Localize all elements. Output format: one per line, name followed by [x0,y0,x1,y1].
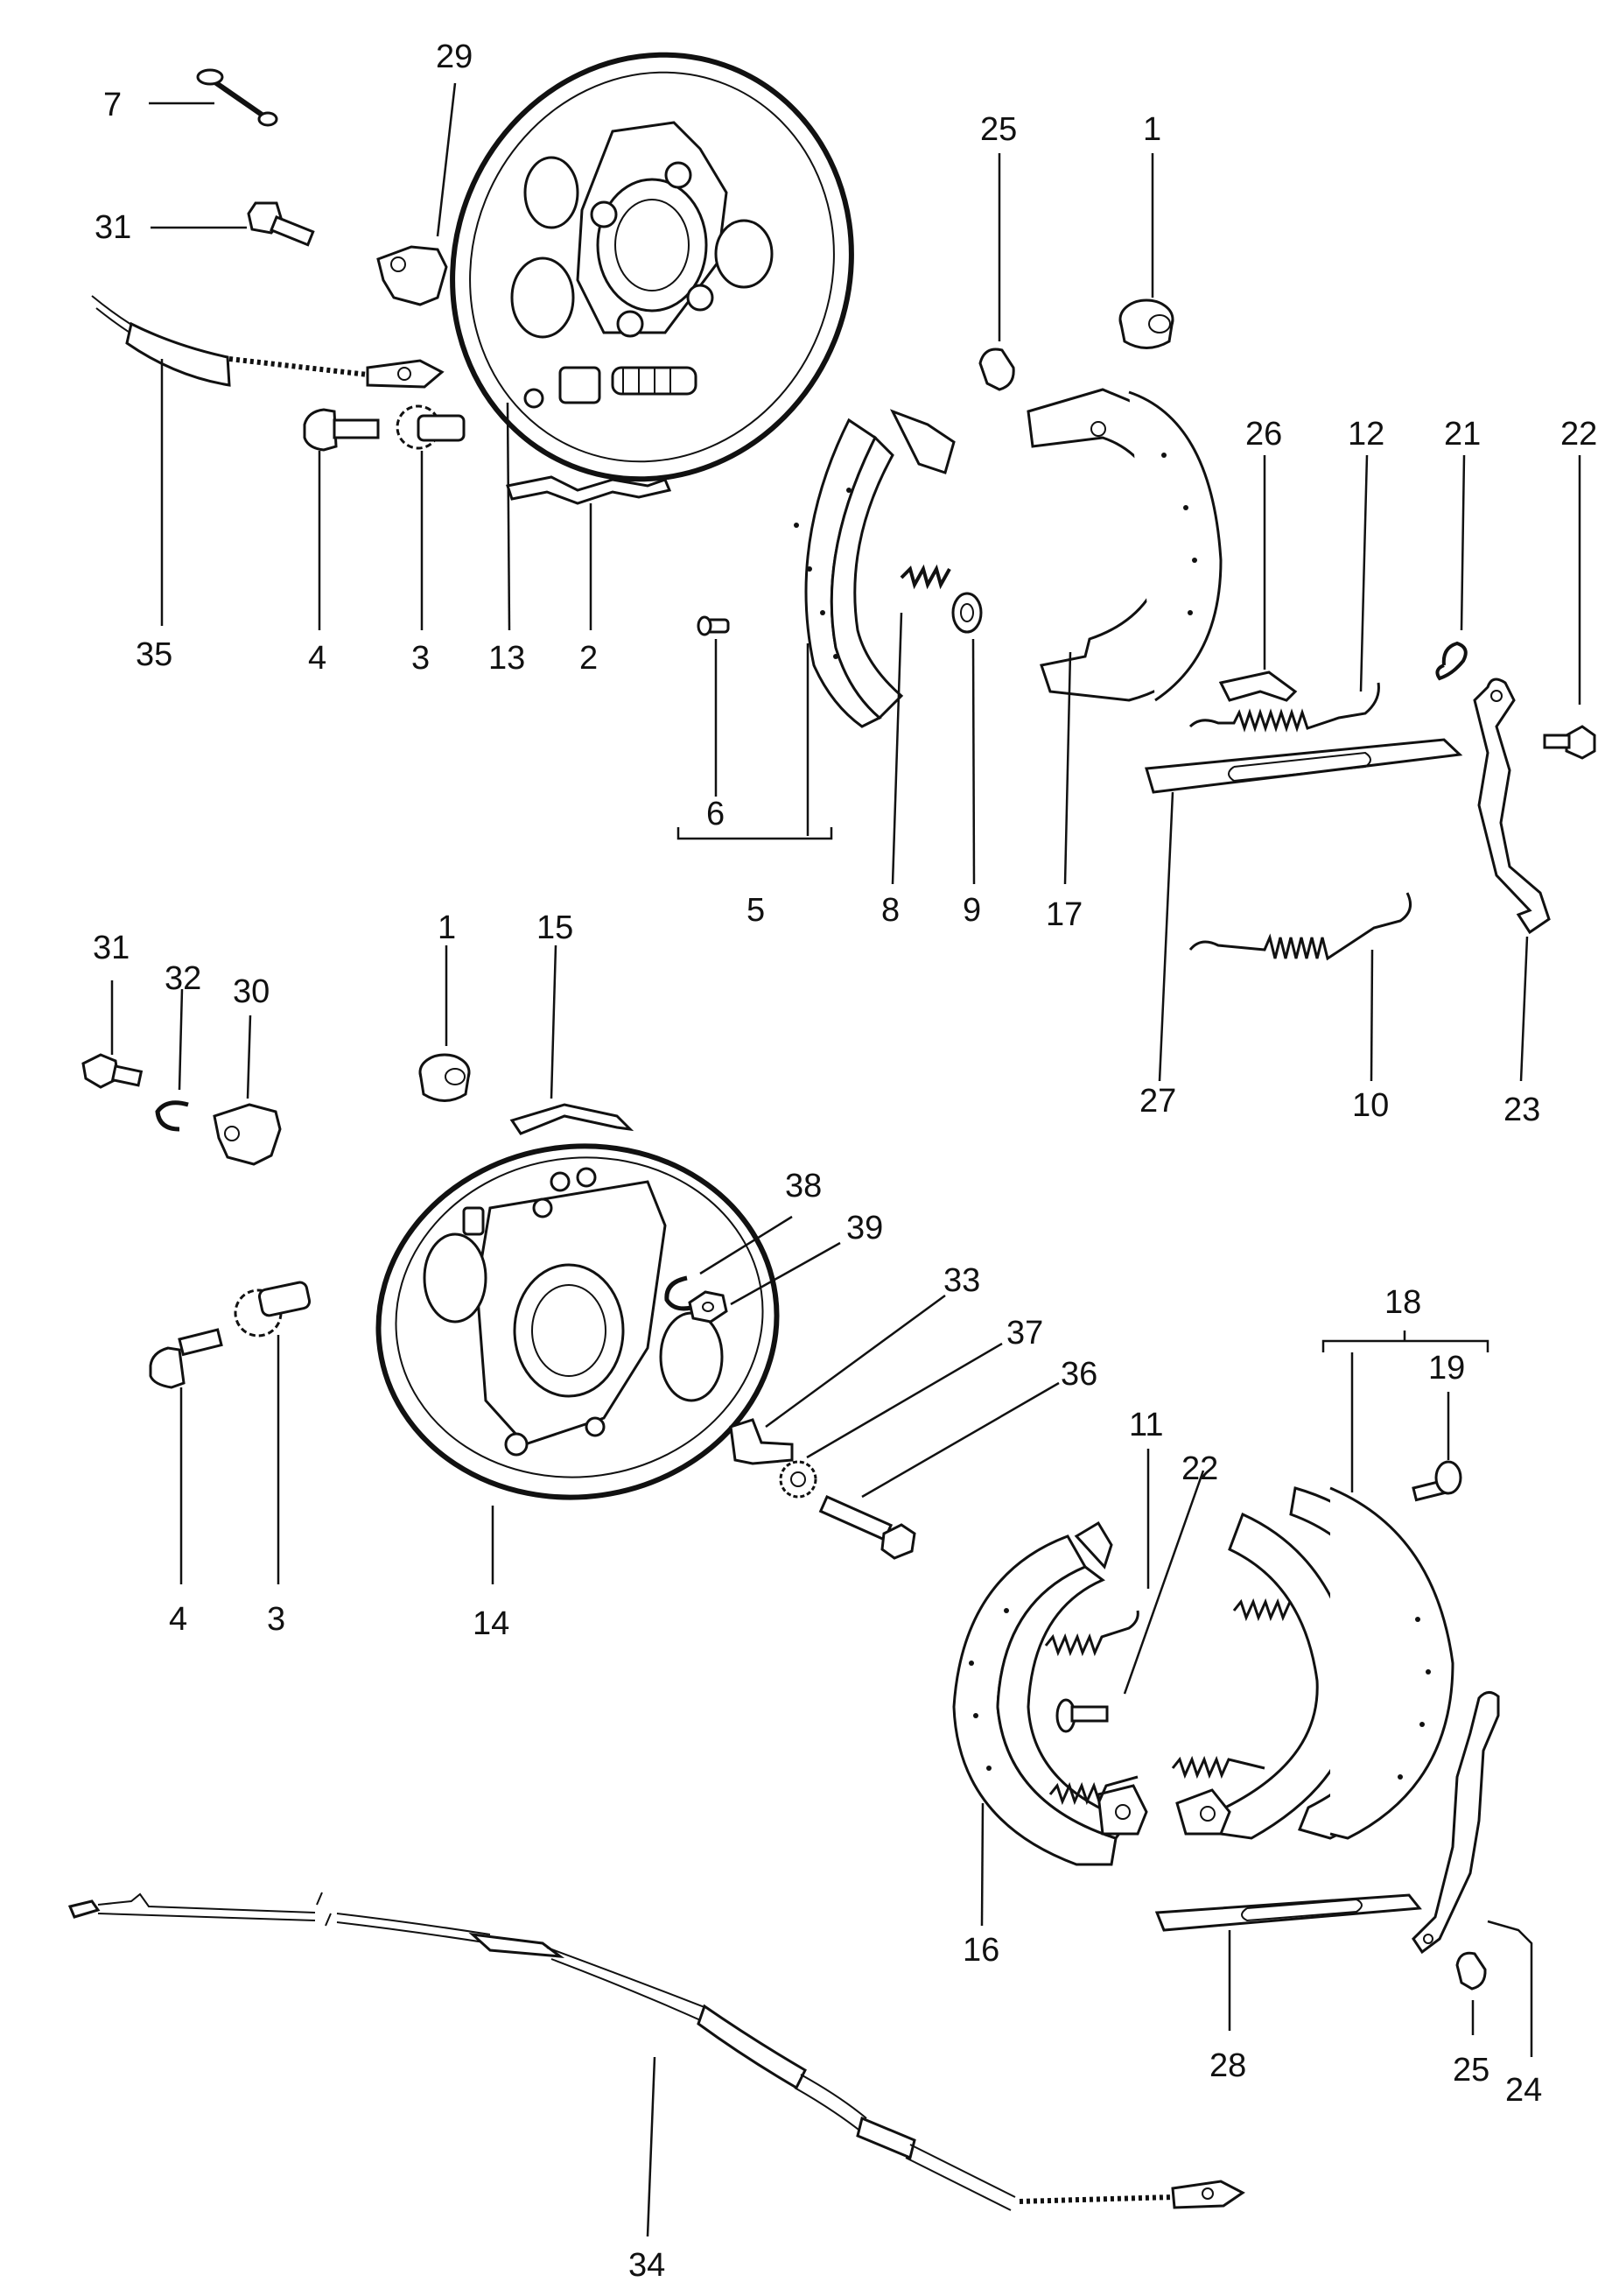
part-39-nut [688,1241,841,1324]
callout-22-bottom: 22 [1181,1450,1218,1487]
callout-29: 29 [436,39,473,75]
part-30-bracket [213,1015,282,1166]
callout-3-top: 3 [411,640,430,677]
callout-30: 30 [233,973,270,1010]
part-33-bracket [729,1294,946,1465]
callout-labels: 7 31 29 35 4 3 13 2 25 1 6 5 8 9 17 26 1… [93,39,1597,2284]
callout-32: 32 [165,960,201,997]
part-26-clip [1218,455,1298,702]
callout-33: 33 [943,1262,980,1299]
part-14-backing-plate-bottom [375,1143,780,1584]
callout-25-top: 25 [980,111,1017,148]
callout-31-bottom: 31 [93,930,130,966]
part-27-strut [1145,738,1463,1082]
part-23-lever [1473,678,1551,1082]
callout-36: 36 [1061,1356,1097,1393]
part-15-clip [509,944,634,1135]
callout-4-bottom: 4 [169,1601,187,1638]
callout-3-bottom: 3 [267,1601,285,1638]
callout-4-top: 4 [308,640,326,677]
callout-22-top: 22 [1560,416,1597,453]
callout-24: 24 [1505,2072,1542,2109]
callout-27: 27 [1139,1083,1176,1120]
part-29-bracket [376,82,457,306]
part-2-clip [506,475,672,630]
callout-8: 8 [881,892,900,929]
callout-5: 5 [746,892,765,929]
callout-38: 38 [785,1168,822,1204]
part-38-circlip [664,1215,793,1311]
callout-16: 16 [963,1932,999,1969]
callout-15: 15 [536,909,573,946]
callout-39: 39 [846,1210,883,1246]
part-22-bolt-top [1543,455,1596,760]
callout-25-bottom: 25 [1453,2052,1489,2089]
part-28-strut [1154,1893,1422,2031]
callout-12: 12 [1348,416,1384,453]
part-6-pin [697,615,730,797]
part-19-pin [1412,1392,1462,1502]
callout-6: 6 [706,796,725,832]
part-13-backing-plate-top [450,52,854,631]
callout-2: 2 [579,640,598,677]
callout-1-bottom: 1 [438,909,456,946]
group-bracket-5 [676,827,833,840]
callout-11: 11 [1129,1407,1163,1443]
part-4-adjuster-screw-top [303,408,380,630]
part-7-pin [149,68,278,127]
callout-1-top: 1 [1143,111,1161,148]
part-37-lock-washer [779,1342,1003,1499]
part-12-spring [1188,454,1380,733]
callout-19: 19 [1428,1350,1465,1387]
callout-9: 9 [963,892,981,929]
part-18-brake-shoe-set [1175,1352,1454,1840]
callout-21: 21 [1444,416,1481,453]
part-31-bolt-top [151,201,315,247]
part-22-pin-bottom [1055,1470,1205,1733]
part-3-star-wheel-top [396,404,466,630]
callout-31-top: 31 [95,209,131,246]
part-24-lever [1412,1691,1533,2057]
callout-7: 7 [103,87,122,123]
callout-10: 10 [1352,1087,1389,1124]
part-36-bolt [818,1381,1060,1560]
part-1-rubber-cap-bottom [418,945,471,1102]
callout-14: 14 [473,1605,509,1642]
callout-23: 23 [1503,1092,1540,1128]
part-32-circlip [155,988,189,1132]
callout-26: 26 [1245,416,1282,453]
callout-17: 17 [1046,896,1083,933]
part-10-spring [1188,892,1412,1082]
part-lower-springs [1048,1597,1331,1806]
part-8-spring [891,564,951,885]
callout-18: 18 [1384,1284,1421,1321]
part-25-retainer-bottom [1455,1951,1487,2035]
part-1-rubber-cap-top [1118,153,1174,349]
part-11-spring [1044,1449,1150,1657]
part-16-brake-shoe [952,1520,1148,1927]
part-17-brake-shoe [1027,388,1223,885]
part-31-bolt-bottom [81,980,144,1089]
part-34-cable [67,1892,1245,2237]
part-4-adjuster-screw-bottom [149,1328,223,1584]
part-35-cable [91,295,445,626]
part-25-retainer-top [978,153,1015,391]
part-21-clip [1435,454,1468,681]
callout-35: 35 [136,636,172,673]
part-5-brake-shoe [794,409,956,836]
callout-37: 37 [1006,1315,1043,1352]
callout-28: 28 [1209,2047,1246,2084]
part-9-washer [951,592,983,885]
callout-34: 34 [628,2247,665,2284]
callout-13: 13 [488,640,525,677]
part-3-star-wheel-bottom [234,1281,312,1584]
